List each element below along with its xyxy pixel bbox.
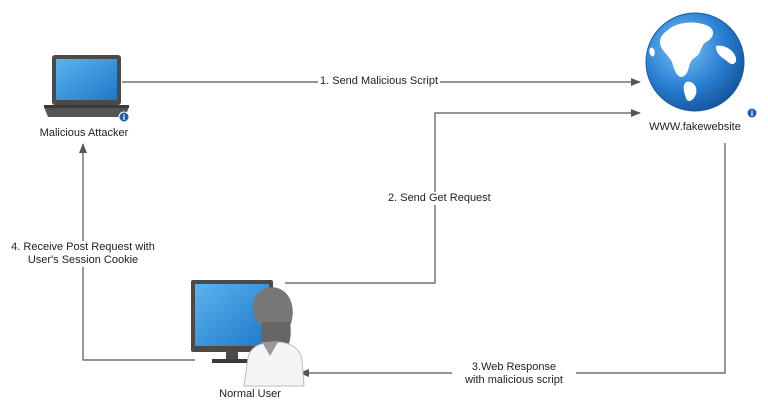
edge-label-web-response-line1: 3.Web Response bbox=[452, 361, 576, 374]
user-at-computer-icon bbox=[191, 280, 305, 387]
edge-label-send-malicious-script: 1. Send Malicious Script bbox=[318, 75, 440, 88]
edge-label-receive-post-line2: User's Session Cookie bbox=[0, 254, 166, 267]
edge-label-receive-post-request: 4. Receive Post Request with User's Sess… bbox=[0, 241, 166, 267]
edge-label-web-response: 3.Web Response with malicious script bbox=[452, 361, 576, 387]
edge-label-web-response-line2: with malicious script bbox=[452, 374, 576, 387]
svg-text:i: i bbox=[123, 113, 125, 122]
user-label: Normal User bbox=[219, 388, 281, 400]
edge-receive-post-request bbox=[79, 143, 195, 361]
edge-web-response bbox=[299, 143, 726, 377]
edge-label-receive-post-line1: 4. Receive Post Request with bbox=[0, 241, 166, 254]
edge-label-send-get-request: 2. Send Get Request bbox=[386, 192, 493, 205]
website-label: WWW.fakewebsite bbox=[649, 121, 741, 133]
globe-icon: i bbox=[645, 12, 758, 119]
laptop-icon: i bbox=[44, 55, 130, 123]
svg-text:i: i bbox=[751, 109, 753, 118]
attacker-label: Malicious Attacker bbox=[39, 127, 129, 139]
